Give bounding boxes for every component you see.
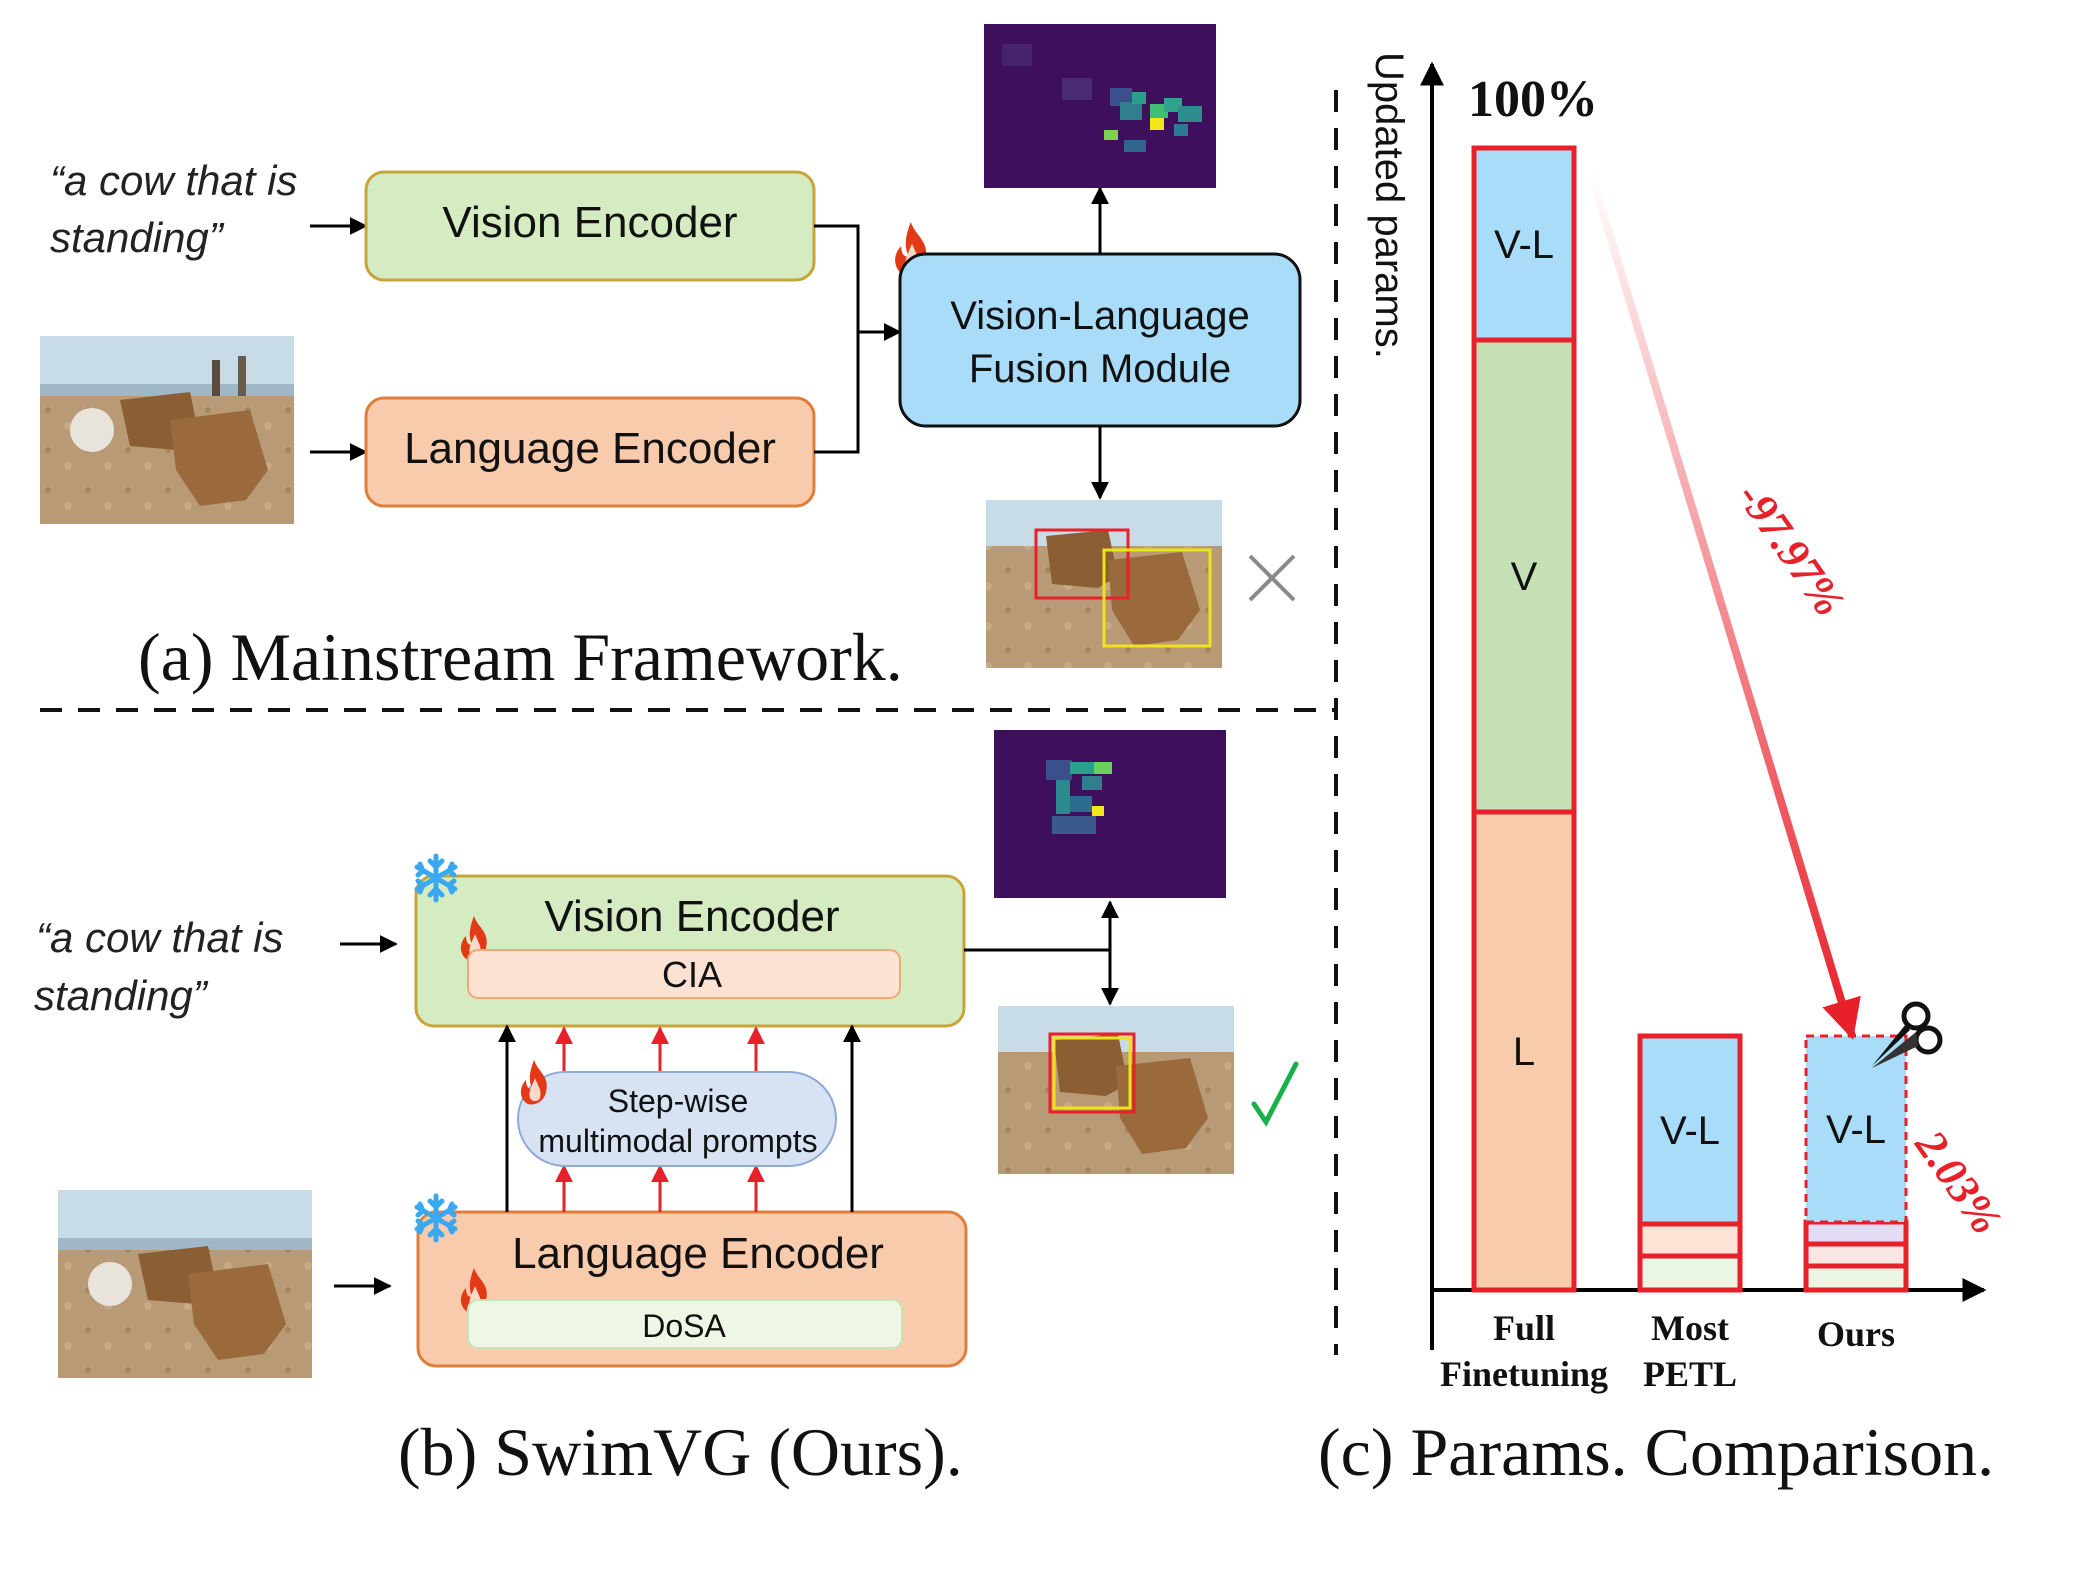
bar-segment-label: V-L [1660,1109,1720,1153]
dosa-box [467,1299,903,1349]
cross-icon [1248,554,1296,602]
bar-segment-label: V-L [1826,1108,1886,1152]
panel-b: “a cow that is standing” Vision Encoder … [34,730,1299,1490]
dosa-label: DoSA [642,1308,726,1344]
connector-vision-a [814,224,860,332]
check-icon [1251,1061,1299,1127]
bar-segment [1637,1253,1743,1293]
cia-label: CIA [662,954,722,995]
x-tick-label: Full [1493,1308,1555,1348]
vision-encoder-label-a: Vision Encoder [442,198,737,247]
fusion-module-label-line1: Vision-Language [950,294,1250,338]
bar-segment [1803,1241,1909,1269]
wrong-box-yellow [1102,548,1212,648]
query-text-b-line1: “a cow that is [36,914,283,961]
bar-segment-label: V-L [1494,223,1554,267]
x-tick-label: Ours [1817,1314,1895,1354]
result-image-a [986,500,1222,668]
bar-segment [1471,145,1577,343]
bar-segment [1803,1219,1909,1247]
result-image-b [998,1006,1234,1174]
panel-a: “a cow that is standing” Vision Encoder … [40,24,1302,695]
caption-b: (b) SwimVG (Ours). [398,1414,963,1490]
prompt-arrows-upper [555,1026,765,1072]
query-text-a-line1: “a cow that is [50,157,297,204]
bar-segment [1803,1263,1909,1293]
cia-box [467,949,901,999]
vision-encoder-label-b: Vision Encoder [544,892,839,941]
flame-icon [520,1060,547,1105]
params-comparison-chart: Updated params. 100% L V V-L V-L V-L FullFin… [1318,52,2011,1490]
connector-language-a [814,332,860,454]
reduction-arrow [1586,168,1861,1040]
bar-segment-label: V [1511,555,1538,599]
fusion-module-label-line2: Fusion Module [969,347,1231,391]
scissors-icon [1872,1001,1943,1068]
correct-box-yellow [1052,1036,1132,1110]
multimodal-prompts-box [517,1071,837,1167]
top-percentage-label: 100% [1468,71,1598,128]
attention-heatmap-a [984,24,1216,188]
language-encoder-label-b: Language Encoder [512,1229,884,1278]
bar-segment [1637,1221,1743,1259]
query-text-a-line2: standing” [50,214,225,261]
multimodal-prompts-label-line2: multimodal prompts [538,1123,817,1159]
input-image-a [40,336,294,524]
x-tick-label: PETL [1643,1354,1737,1394]
caption-c: (c) Params. Comparison. [1318,1414,1994,1490]
y-axis-label: Updated params. [1367,52,1411,359]
prompt-arrows-lower [555,1164,765,1212]
bars: L V V-L V-L V-L [1471,145,1909,1293]
multimodal-prompts-label-line1: Step-wise [608,1083,749,1119]
x-tick-label: Most [1651,1308,1729,1348]
attention-heatmap-b [994,730,1226,898]
fusion-module-box [898,252,1302,428]
ours-percentage-label: 2.03% [1905,1121,2011,1243]
query-text-b-line2: standing” [34,972,209,1019]
wrong-box-red [1034,528,1130,600]
input-image-b [58,1190,312,1378]
caption-a: (a) Mainstream Framework. [138,619,903,695]
correct-box-red [1048,1032,1136,1114]
bar-segment [1637,1033,1743,1227]
bar-segment-label: L [1513,1030,1535,1074]
reduction-label: -97.97% [1728,474,1854,625]
x-tick-label: Finetuning [1440,1354,1608,1394]
language-encoder-label-a: Language Encoder [404,424,776,473]
